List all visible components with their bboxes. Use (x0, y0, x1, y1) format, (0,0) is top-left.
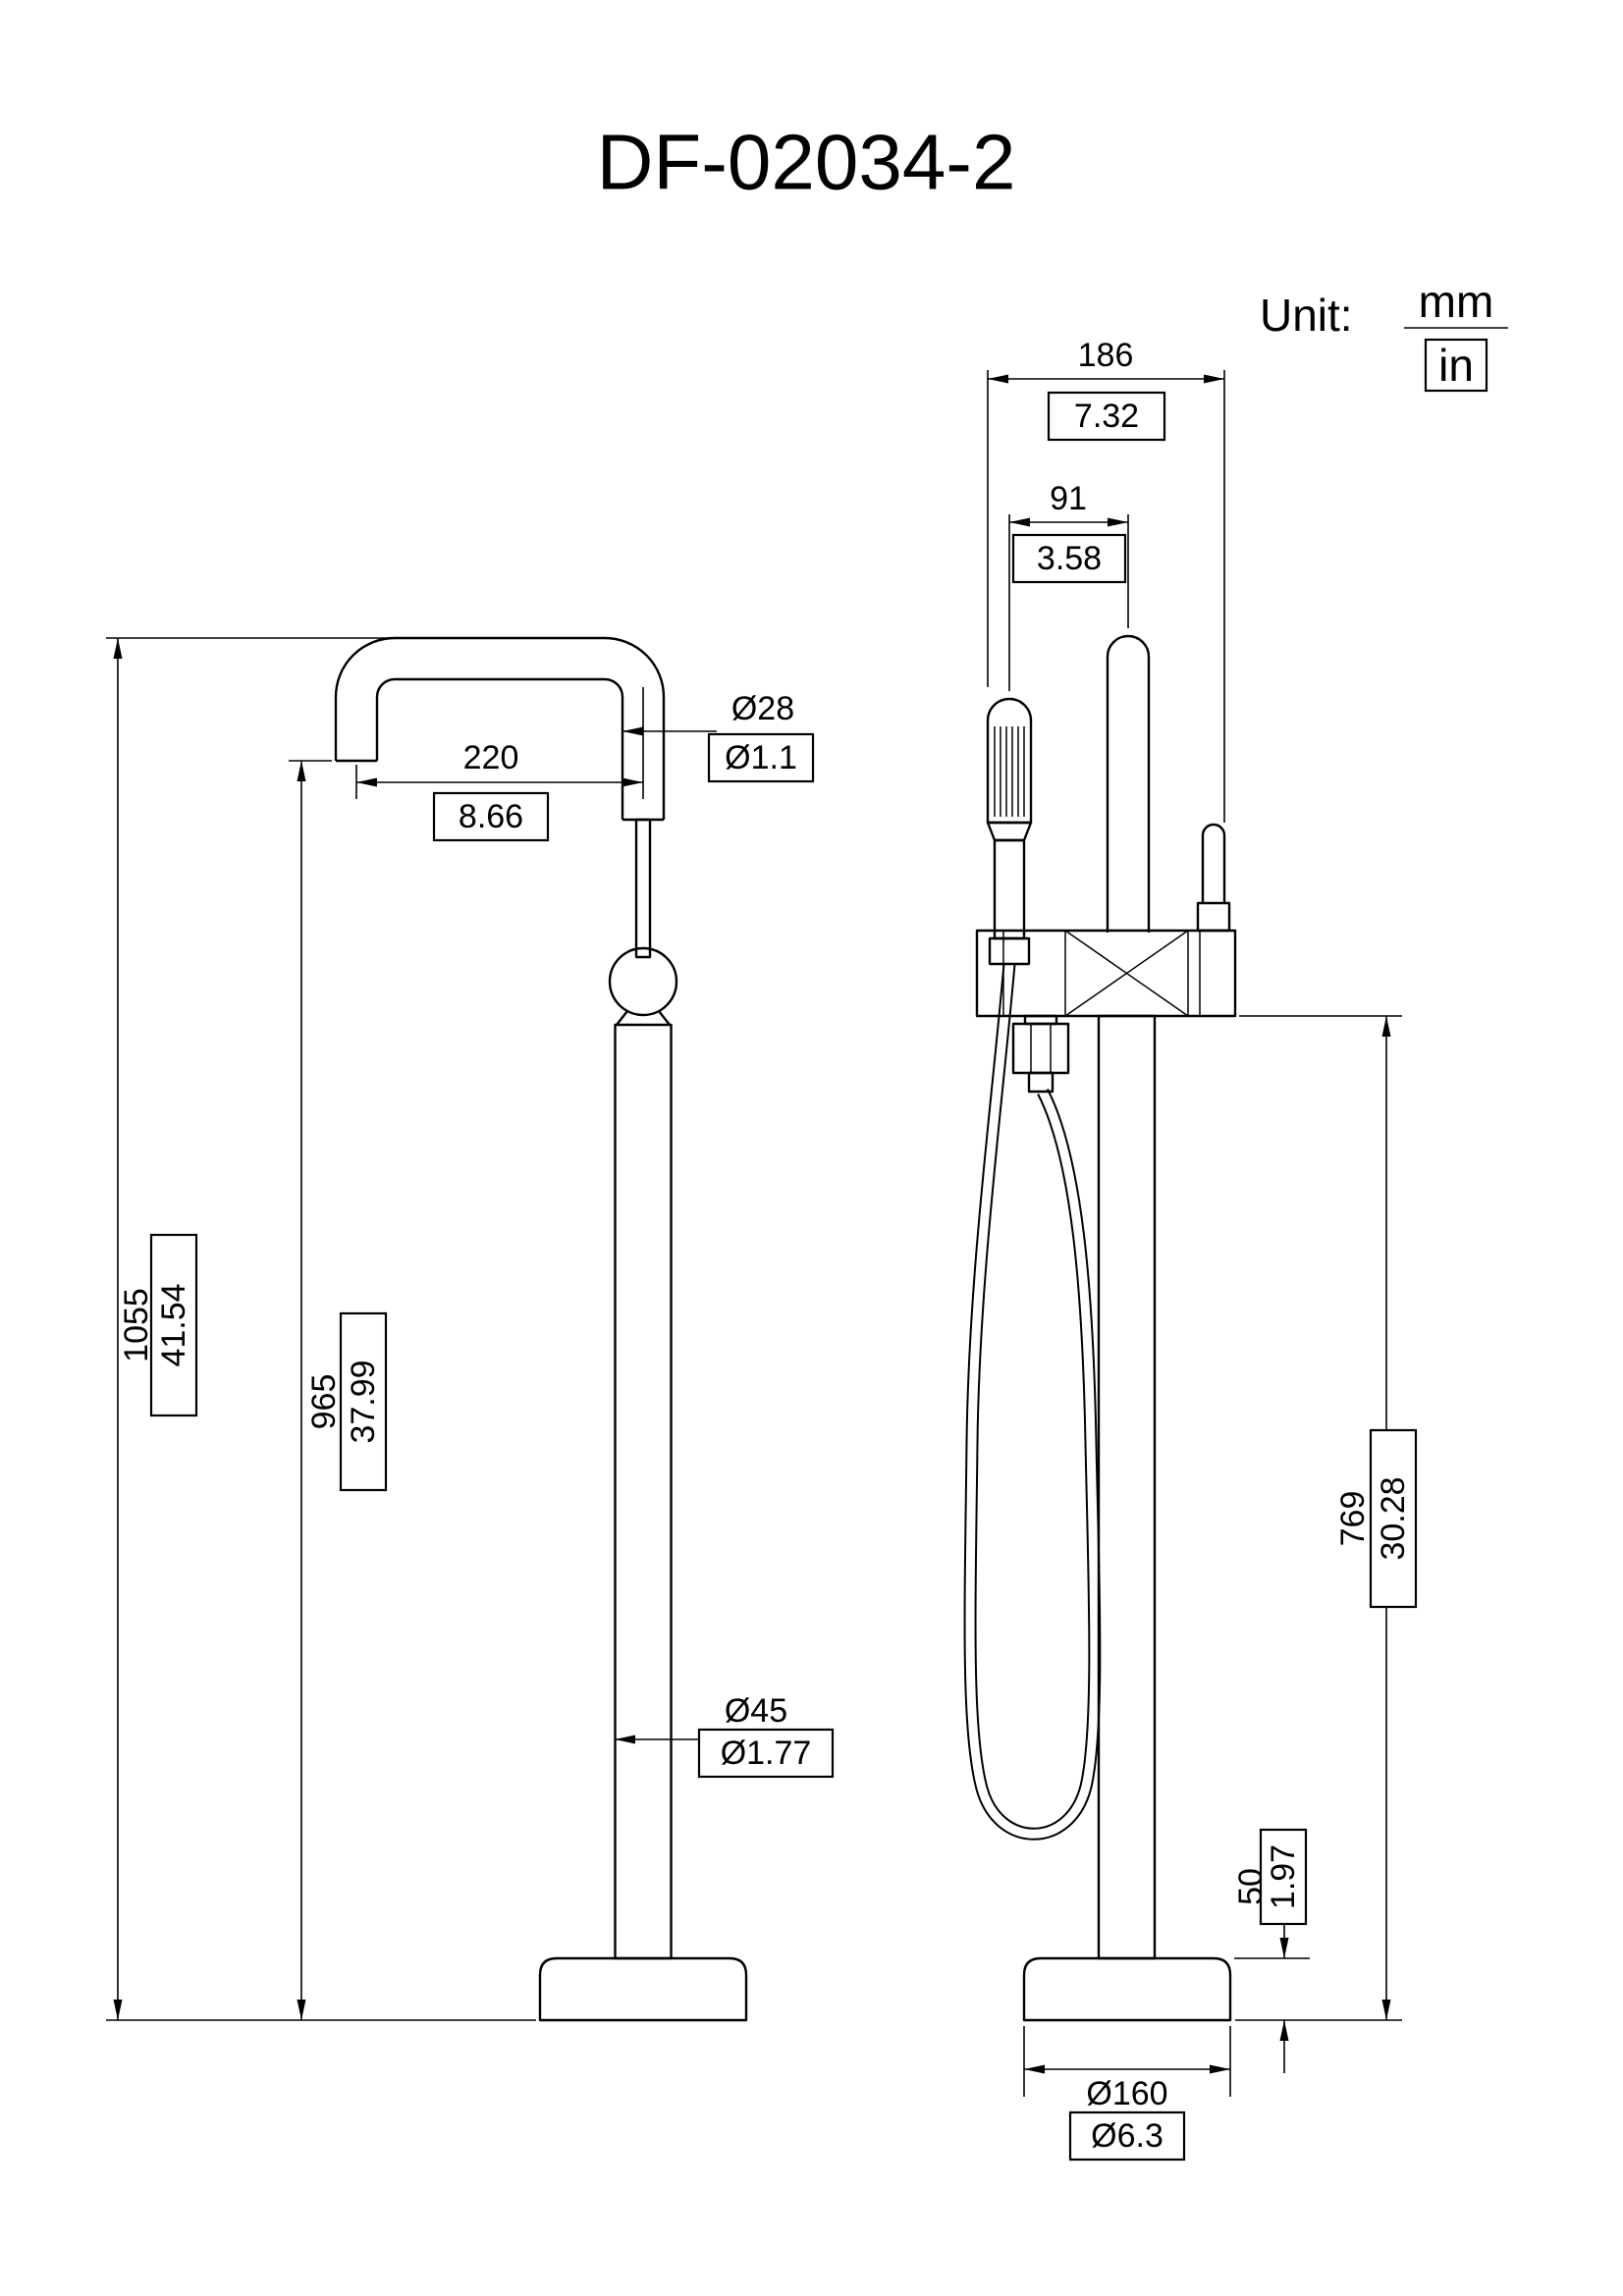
handle-collar (1196, 901, 1231, 933)
dim-spout-height-mm: 965 (305, 1374, 343, 1430)
dim-spout-diameter-in: Ø1.1 (725, 739, 797, 776)
unit-denominator-box (1424, 338, 1488, 393)
valve-body-cross (1064, 930, 1189, 1017)
dim-total-height: 1055 41.54 (106, 637, 536, 2021)
handle-rod (1201, 823, 1226, 903)
dim-box (1068, 2110, 1186, 2162)
dim-spout-diameter: Ø28 Ø1.1 (622, 690, 815, 783)
unit-block: Unit: mm in (1260, 276, 1508, 393)
dim-box (707, 732, 815, 783)
dim-handshower-offset-in: 3.58 (1037, 540, 1102, 577)
dim-base-height-in: 1.97 (1265, 1844, 1302, 1909)
dim-base-height: 50 1.97 (1232, 1828, 1310, 2073)
side-base (1022, 1956, 1232, 2022)
spout-outer-outline (334, 636, 666, 820)
dim-column-diameter: Ø45 Ø1.77 (615, 1692, 835, 1779)
spray-face-hatch (994, 726, 1025, 817)
dim-base-diameter-in: Ø6.3 (1091, 2117, 1163, 2155)
shower-hose-inner (965, 963, 1100, 1839)
front-view: 1055 41.54 965 37.99 220 8.66 Ø28 Ø1.1 (106, 636, 835, 2022)
dim-handshower-offset: 91 3.58 (1008, 480, 1129, 691)
valve-neck (616, 1010, 671, 1026)
dim-overall-width: 186 7.32 (987, 337, 1225, 823)
dim-box (1047, 391, 1166, 442)
spout-inner-outline (375, 677, 624, 820)
shower-hose (963, 963, 1102, 1841)
dim-spout-reach-mm: 220 (463, 739, 519, 776)
dim-spout-diameter-mm: Ø28 (731, 690, 794, 727)
dim-base-diameter: Ø160 Ø6.3 (1023, 2026, 1231, 2162)
handshower-connector (988, 936, 1031, 966)
handshower-head (986, 697, 1033, 825)
dim-base-diameter-mm: Ø160 (1086, 2075, 1167, 2112)
unit-denominator: in (1438, 340, 1474, 391)
side-column (1097, 1014, 1157, 1960)
hose-nut-facets (1030, 1024, 1052, 1073)
valve-body (975, 929, 1237, 1094)
drawing-title: DF-02034-2 (597, 119, 1016, 206)
dim-column-diameter-mm: Ø45 (725, 1692, 787, 1730)
valve-joint (608, 946, 678, 1017)
handshower-taper (986, 821, 1033, 842)
unit-numerator: mm (1419, 276, 1494, 327)
dim-column-diameter-in: Ø1.77 (721, 1735, 812, 1772)
dim-spout-height-in: 37.99 (345, 1360, 382, 1443)
dim-total-height-mm: 1055 (118, 1288, 155, 1362)
handshower-handle (993, 838, 1026, 940)
riser-pipe (1106, 634, 1151, 933)
dim-column-height-mm: 769 (1334, 1491, 1372, 1547)
dim-handshower-offset-mm: 91 (1050, 480, 1087, 517)
dim-box (149, 1233, 198, 1417)
control-handle (1196, 823, 1231, 933)
dim-box (1011, 533, 1127, 584)
hose-nut (1011, 1022, 1070, 1075)
hose-nipple (1027, 1071, 1055, 1094)
dim-spout-reach-in: 8.66 (459, 798, 523, 835)
valve-stem (634, 818, 652, 959)
dim-overall-width-mm: 186 (1078, 337, 1134, 374)
dim-column-height-in: 30.28 (1375, 1476, 1412, 1560)
dim-spout-reach: 220 8.66 (355, 687, 644, 842)
dim-overall-width-in: 7.32 (1074, 398, 1139, 435)
dim-box (339, 1311, 388, 1492)
dim-total-height-in: 41.54 (155, 1283, 192, 1366)
side-view: 186 7.32 91 3.58 769 30.28 50 (963, 337, 1418, 2162)
dim-spout-height: 965 37.99 (289, 760, 388, 2020)
front-base (538, 1956, 748, 2022)
front-column (614, 1023, 673, 1960)
dim-box (697, 1728, 835, 1779)
dim-column-height: 769 30.28 (1235, 1015, 1418, 2021)
dim-box (432, 791, 550, 842)
unit-label: Unit: (1260, 290, 1353, 341)
handshower (986, 697, 1033, 966)
valve-body-sections (1002, 931, 1201, 1016)
dim-box (1369, 1428, 1418, 1609)
valve-body-outline (975, 929, 1237, 1018)
dim-box (1259, 1828, 1308, 1926)
